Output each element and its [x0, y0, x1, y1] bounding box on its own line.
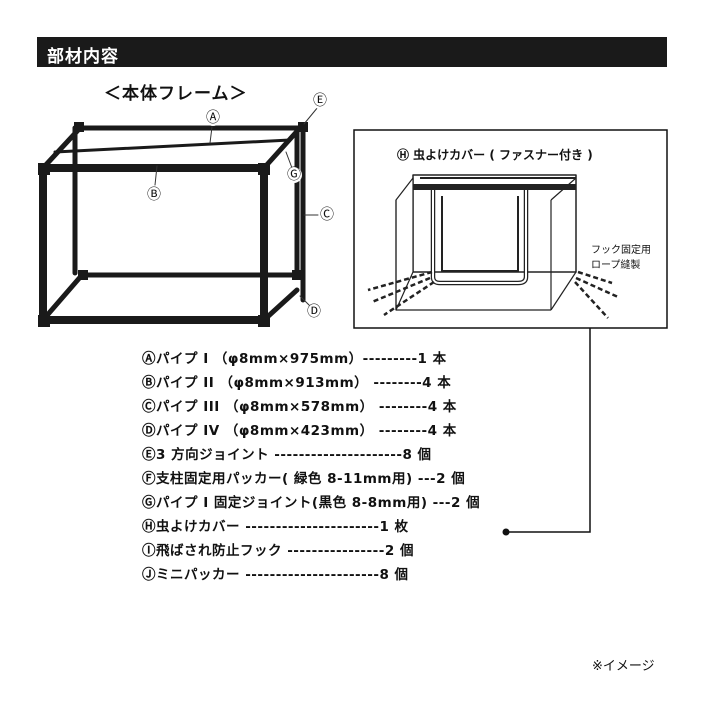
part-item-c: Ⓒパイプ III （φ8mm×578mm） --------4 本 — [142, 399, 457, 415]
frame-title: ＜本体フレーム＞ — [104, 84, 248, 104]
marker-e: Ⓔ — [313, 93, 327, 109]
part-item-j: Ⓙミニパッカー ----------------------8 個 — [142, 567, 409, 583]
marker-a: Ⓐ — [206, 110, 220, 126]
frame-illustration — [38, 106, 319, 327]
section-header: 部材内容 — [37, 37, 667, 67]
marker-b: Ⓑ — [147, 187, 161, 203]
frame-markers: Ⓐ Ⓑ Ⓒ Ⓓ Ⓔ Ⓖ — [146, 93, 335, 320]
cover-note-line2: ロープ縫製 — [591, 260, 641, 271]
image-note: ※イメージ — [592, 659, 655, 674]
part-item-d: Ⓓパイプ IV （φ8mm×423mm） --------4 本 — [142, 423, 457, 439]
parts-list: Ⓐパイプ I （φ8mm×975mm）---------1 本 Ⓑパイプ II … — [142, 347, 480, 587]
cover-panel-title: Ⓗ 虫よけカバー ( ファスナー付き ) — [397, 148, 593, 162]
cover-note-line1: フック固定用 — [591, 245, 651, 256]
part-item-e: Ⓔ3 方向ジョイント ---------------------8 個 — [142, 447, 432, 463]
cover-connector-dot — [502, 528, 510, 536]
section-title: 部材内容 — [47, 47, 119, 67]
marker-g: Ⓖ — [287, 167, 301, 183]
part-item-b: Ⓑパイプ II （φ8mm×913mm） --------4 本 — [142, 375, 452, 391]
part-item-f: Ⓕ支柱固定用パッカー( 緑色 8-11mm用) ---2 個 — [142, 471, 466, 487]
part-item-i: Ⓘ飛ばされ防止フック ----------------2 個 — [142, 543, 414, 559]
marker-c: Ⓒ — [320, 207, 334, 223]
cover-connector-line — [508, 328, 591, 533]
marker-d: Ⓓ — [307, 304, 321, 320]
cover-illustration — [367, 174, 619, 319]
part-item-a: Ⓐパイプ I （φ8mm×975mm）---------1 本 — [142, 351, 447, 367]
part-item-h: Ⓗ虫よけカバー ----------------------1 枚 — [142, 519, 409, 535]
part-item-g: Ⓖパイプ I 固定ジョイント(黒色 8-8mm用) ---2 個 — [142, 495, 481, 511]
